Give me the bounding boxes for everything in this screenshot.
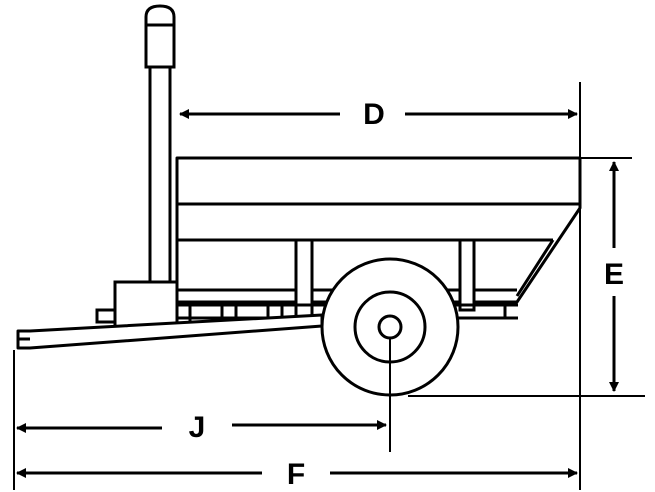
hopper-outline xyxy=(175,156,582,304)
dimension-j-label: J xyxy=(189,411,206,444)
drive-gearbox xyxy=(95,280,179,329)
dimension-f-label: F xyxy=(287,458,305,491)
hopper-slope-line xyxy=(515,239,555,297)
front-post xyxy=(294,238,314,327)
dimension-f: F xyxy=(16,458,578,491)
extension-lines xyxy=(13,82,645,490)
auger xyxy=(144,4,176,284)
rear-post xyxy=(458,238,476,312)
dimension-d: D xyxy=(179,98,578,131)
auger-spout-cap xyxy=(144,4,176,27)
dimension-e: E xyxy=(604,161,624,392)
hopper-body xyxy=(175,156,582,304)
pto-stub xyxy=(95,308,117,324)
dimension-d-label: D xyxy=(363,98,385,131)
wheel xyxy=(320,257,460,397)
dimension-j: J xyxy=(16,411,387,444)
hub xyxy=(377,314,403,340)
auger-tube xyxy=(148,65,172,284)
dimension-e-label: E xyxy=(604,258,624,291)
gearbox-box xyxy=(113,280,179,329)
auger-spout-neck xyxy=(144,23,176,69)
